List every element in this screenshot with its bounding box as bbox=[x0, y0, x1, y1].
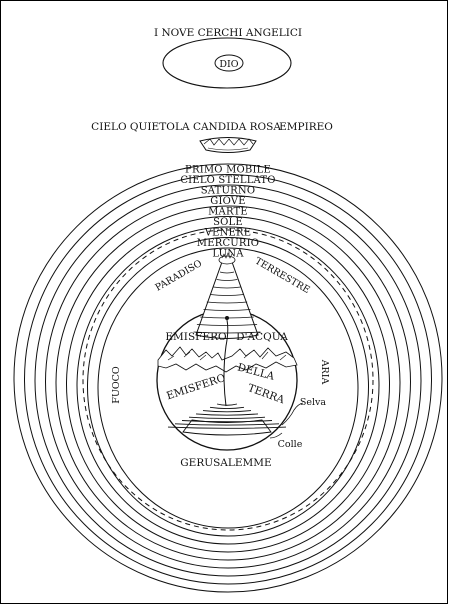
purgatory-terrace bbox=[213, 286, 241, 289]
inferno-terrace bbox=[209, 406, 245, 409]
inferno-terraces bbox=[167, 403, 287, 429]
empireo-label: EMPIREO bbox=[279, 121, 333, 133]
heavenly-spheres bbox=[13, 163, 443, 593]
gerusalemme-label: GERUSALEMME bbox=[180, 457, 271, 469]
sphere-of-fire bbox=[82, 229, 374, 531]
colle-label: Colle bbox=[278, 439, 303, 450]
inferno-terrace bbox=[195, 413, 259, 416]
selva-pointer bbox=[281, 402, 304, 426]
sphere-venere bbox=[76, 226, 380, 545]
purgatory-terrace bbox=[216, 279, 238, 281]
earthly-paradise-tree bbox=[218, 252, 236, 265]
sphere-mercurio bbox=[87, 237, 369, 537]
sphere-saturno bbox=[34, 184, 422, 577]
god-ellipse bbox=[214, 54, 244, 72]
purgatory-terrace bbox=[193, 331, 261, 334]
heaven-label: MERCURIO bbox=[197, 238, 259, 249]
heaven-label: SOLE bbox=[213, 217, 243, 228]
fuoco-label: FUOCO bbox=[111, 366, 122, 404]
inferno-terrace bbox=[216, 403, 238, 406]
cielo-quieto-label: CIELO QUIETO bbox=[91, 121, 175, 133]
colle-pointer bbox=[269, 432, 283, 439]
heaven-label: PRIMO MOBILE bbox=[185, 165, 271, 176]
purgatory-terrace bbox=[219, 271, 235, 274]
inferno-terrace bbox=[188, 416, 266, 419]
god-label: DIO bbox=[219, 59, 238, 70]
heaven-label: MARTE bbox=[208, 207, 248, 218]
rose-icon bbox=[199, 137, 257, 153]
purgatory-terrace bbox=[210, 294, 244, 296]
candida-rosa-label: LA CANDIDA ROSA bbox=[175, 121, 281, 133]
aria-label: ARIA bbox=[319, 359, 330, 385]
inferno-terrace bbox=[202, 410, 252, 413]
water-label-left: EMISFERO bbox=[165, 331, 227, 343]
heaven-label: GIOVE bbox=[210, 196, 245, 207]
selva-label: Selva bbox=[300, 397, 327, 408]
water-label-right: D'ACQUA bbox=[236, 331, 288, 343]
heaven-label: CIELO STELLATO bbox=[180, 175, 275, 186]
sphere-giove bbox=[45, 195, 411, 569]
sphere-marte bbox=[55, 205, 401, 561]
purgatory-terrace bbox=[196, 324, 258, 326]
sphere-primo-mobile bbox=[13, 163, 443, 593]
terrestre-label: TERRESTRE bbox=[253, 256, 312, 296]
purgatory-terrace bbox=[203, 309, 251, 311]
sphere-luna bbox=[97, 247, 359, 529]
inferno-terrace bbox=[167, 426, 287, 429]
purgatory-terrace bbox=[206, 301, 248, 304]
heaven-label: VENERE bbox=[204, 228, 252, 239]
angelic-outer-ellipse bbox=[162, 37, 292, 89]
paradiso-label: PARADISO bbox=[153, 258, 204, 294]
title-label: I NOVE CERCHI ANGELICI bbox=[154, 27, 302, 39]
sphere-cielo-stellato bbox=[24, 174, 432, 585]
inferno-terrace bbox=[181, 420, 273, 423]
heaven-label: SATURNO bbox=[201, 186, 256, 197]
earth-globe bbox=[156, 261, 298, 451]
sphere-sole bbox=[66, 216, 390, 553]
inferno-terrace bbox=[174, 423, 280, 426]
